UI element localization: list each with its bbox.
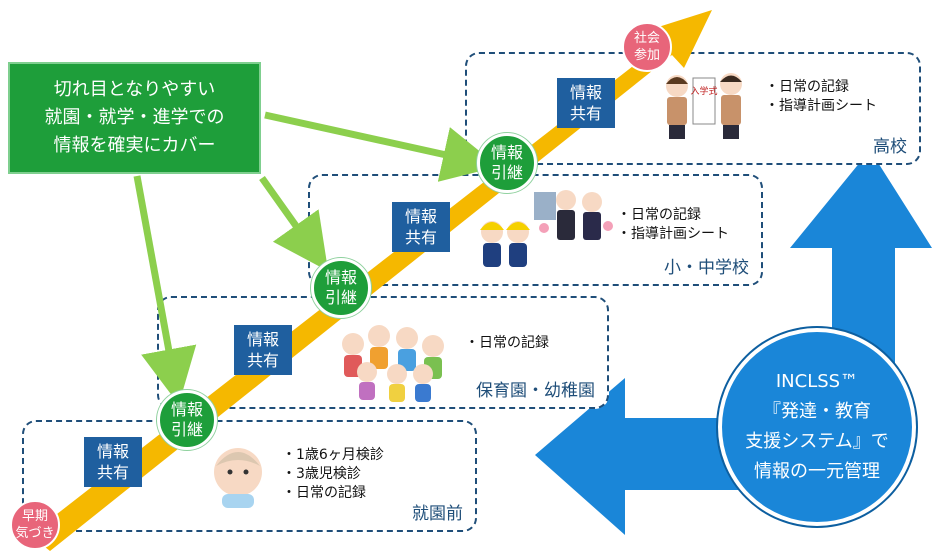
share-text: 情報 (404, 207, 437, 226)
handover-circle: 情報引継 (477, 133, 537, 193)
stage-item: 3歳児検診 (282, 465, 384, 484)
stage-item: 日常の記録 (282, 484, 384, 503)
handover-text: 引継 (324, 288, 357, 307)
stage-item: 指導計画シート (617, 225, 729, 244)
badge-text: 気づき (15, 526, 55, 541)
badge-text: 社会 (633, 31, 660, 46)
early-awareness-badge: 早期気づき (10, 500, 60, 550)
social-participation-badge: 社会参加 (622, 22, 672, 72)
stage-item: 指導計画シート (765, 97, 877, 116)
handover-text: 情報 (324, 268, 357, 287)
school-children-illustration (480, 190, 613, 267)
handover-circle: 情報引継 (157, 390, 217, 450)
callout-line: 切れ目となりやすい (53, 79, 216, 100)
badge-text: 早期 (21, 509, 48, 524)
stage-label-elementary: 小・中学校 (664, 258, 749, 278)
stage-item: 日常の記録 (465, 334, 549, 353)
share-text: 情報 (569, 83, 602, 102)
system-line: 情報の一元管理 (754, 461, 880, 482)
system-line: 支援システム』で (745, 431, 889, 452)
callout-line: 就園・就学・進学での (44, 107, 225, 128)
handover-circle: 情報引継 (311, 258, 371, 318)
system-name: INCLSS™ (775, 371, 859, 392)
share-box: 情報 共有 (557, 78, 615, 128)
ceremony-sign-text: 入学式 (690, 85, 717, 97)
share-text: 情報 (96, 442, 129, 461)
stage-item: 日常の記録 (765, 78, 877, 97)
stage-label-high: 高校 (873, 137, 907, 157)
pointer-arrow (259, 175, 329, 272)
stage-item: 1歳6ヶ月検診 (282, 446, 384, 465)
share-text: 共有 (246, 351, 279, 370)
handover-text: 引継 (170, 420, 203, 439)
stage-label-nursery: 保育園・幼稚園 (476, 381, 595, 401)
share-box: 情報 共有 (234, 325, 292, 375)
share-box: 情報 共有 (84, 437, 142, 487)
share-text: 共有 (96, 463, 129, 482)
callout-box: 切れ目となりやすい 就園・就学・進学での 情報を確実にカバー (8, 62, 261, 174)
stage-items-elementary: 日常の記録 指導計画シート (617, 206, 729, 244)
handover-text: 情報 (490, 143, 523, 162)
pointer-arrow (133, 175, 197, 405)
stage-items-pre: 1歳6ヶ月検診 3歳児検診 日常の記録 (282, 446, 384, 503)
stage-label-pre: 就園前 (412, 504, 463, 524)
baby-illustration (214, 448, 262, 508)
pointer-arrow (264, 111, 499, 182)
stage-items-nursery: 日常の記録 (465, 334, 549, 353)
badge-text: 参加 (633, 48, 660, 63)
handover-text: 引継 (490, 163, 523, 182)
system-line: 『発達・教育 (763, 401, 871, 422)
share-text: 共有 (404, 228, 437, 247)
callout-line: 情報を確実にカバー (53, 135, 216, 156)
handover-text: 情報 (170, 400, 203, 419)
share-text: 共有 (569, 104, 602, 123)
entrance-ceremony-illustration: 入学式 (666, 73, 742, 139)
share-box: 情報 共有 (392, 202, 450, 252)
stage-item: 日常の記録 (617, 206, 729, 225)
stage-items-high: 日常の記録 指導計画シート (765, 78, 877, 116)
children-group-illustration (342, 325, 444, 402)
system-circle: INCLSS™ 『発達・教育 支援システム』で 情報の一元管理 (718, 328, 916, 526)
share-text: 情報 (246, 330, 279, 349)
